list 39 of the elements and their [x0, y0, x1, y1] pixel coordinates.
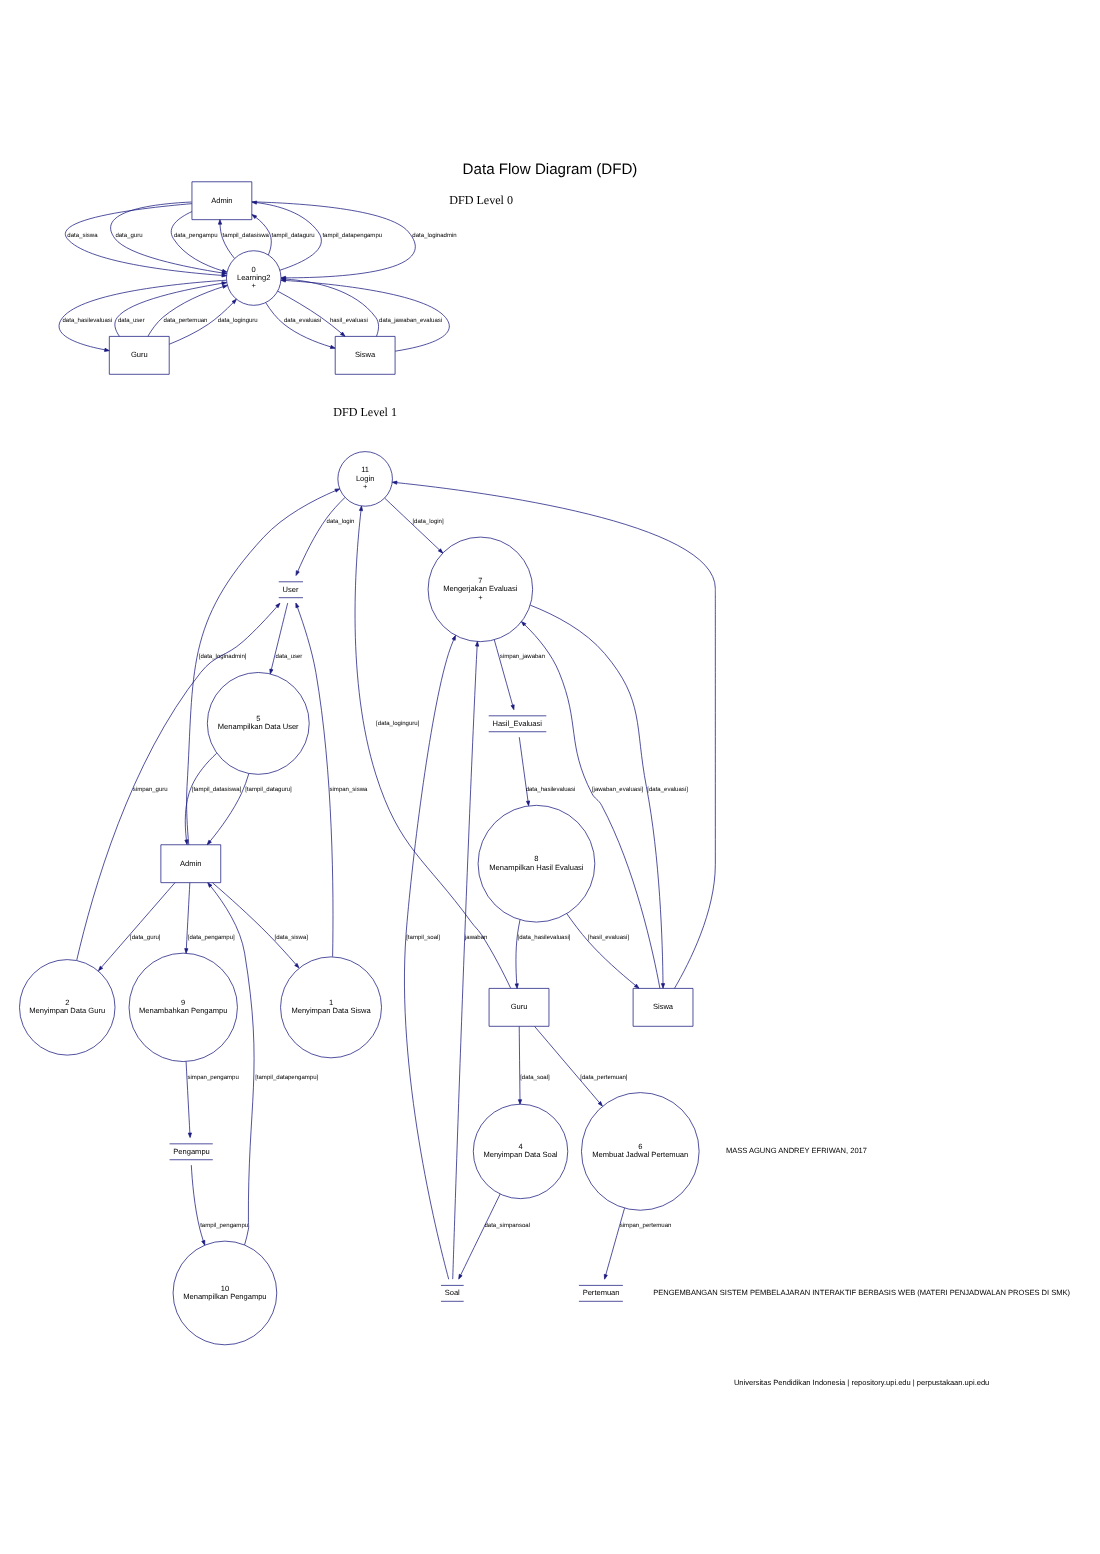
arrow	[566, 912, 640, 988]
arrow	[354, 504, 511, 988]
arrow	[186, 487, 341, 845]
arrow	[218, 218, 235, 258]
arrow	[184, 881, 191, 953]
arrow	[277, 289, 346, 336]
arrow	[295, 496, 346, 575]
arrow	[534, 1025, 603, 1106]
diagram-title: Data Flow Diagram (DFD)	[462, 159, 638, 178]
arrow	[404, 634, 456, 1279]
arrow	[110, 200, 228, 274]
arrow	[458, 1192, 501, 1279]
arrow	[384, 496, 444, 553]
arrow	[185, 1060, 192, 1137]
arrow	[452, 640, 480, 1279]
arrow	[147, 283, 228, 336]
arrow	[206, 772, 250, 845]
arrow	[76, 601, 281, 960]
arrow	[518, 735, 530, 805]
arrow	[58, 278, 227, 351]
arrow	[98, 881, 176, 970]
arrow	[212, 881, 300, 968]
arrow	[64, 202, 227, 277]
arrow	[251, 199, 322, 270]
arrow	[518, 1025, 522, 1104]
arrow	[207, 881, 255, 1245]
arrow	[391, 479, 716, 988]
arrow	[265, 301, 336, 348]
arrow	[184, 751, 218, 844]
arrow	[251, 213, 272, 255]
arrow	[514, 918, 521, 988]
arrow	[114, 280, 227, 336]
arrow	[190, 1163, 206, 1245]
arrow	[295, 601, 334, 957]
arrow	[169, 297, 237, 344]
arrow	[603, 1206, 625, 1279]
arrow	[269, 601, 289, 674]
arrow	[493, 638, 515, 709]
arrow	[170, 210, 228, 272]
